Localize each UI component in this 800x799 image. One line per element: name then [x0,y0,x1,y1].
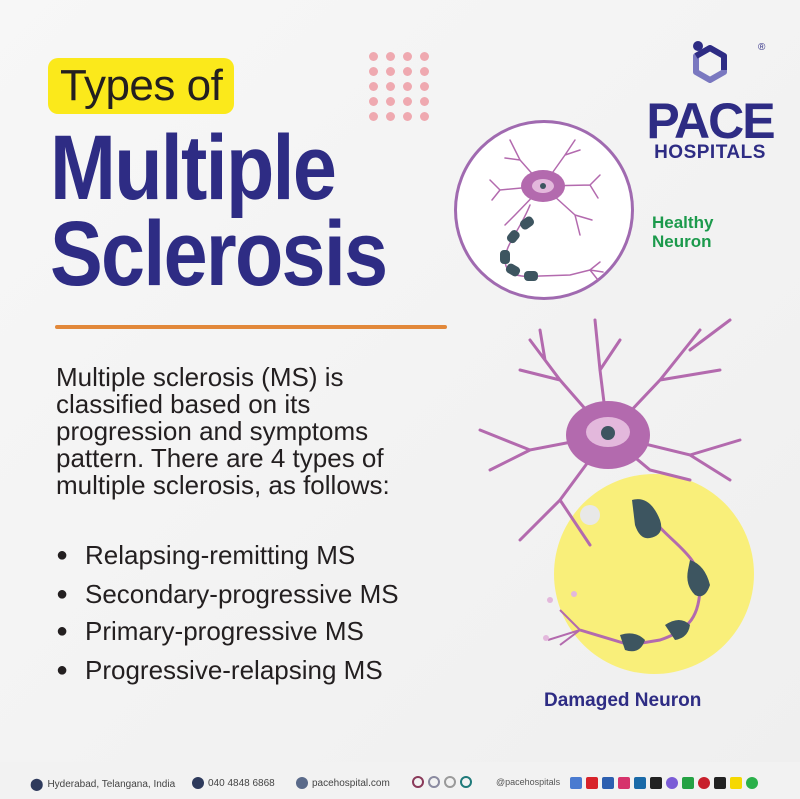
logo-name: PACE [646,93,775,149]
damaged-myelin-icon [620,499,710,652]
ms-types-list: ● Relapsing-remitting MS ● Secondary-progr… [56,542,426,696]
title-line-1: Multiple [50,117,337,219]
divider [55,325,447,329]
healthy-myelin-icon [500,216,538,281]
bullet-icon: ● [56,544,69,566]
neuron-illustrations [478,139,742,652]
location-text: Hyderabad, Telangana, India [47,778,176,790]
logo-subtitle: HOSPITALS [654,142,766,163]
page-title: Multiple Sclerosis [50,117,388,305]
healthy-label-line-1: Healthy [652,213,714,232]
list-item: ● Relapsing-remitting MS [56,542,426,569]
footer-website[interactable]: pacehospital.com [296,777,390,789]
social-handle[interactable]: @pacehospitals [496,777,561,787]
snapchat-icon[interactable] [730,777,742,789]
bullet-icon: ● [56,620,69,642]
poster: Types of Multiple Sclerosis ® PACE HOSPI… [0,0,800,762]
whatsapp-icon[interactable] [682,777,694,789]
facebook-icon[interactable] [602,777,614,789]
list-item: ● Secondary-progressive MS [56,581,426,608]
globe-icon [296,777,308,789]
accreditation-badge-icon [444,776,456,788]
accreditation-badge-icon [428,776,440,788]
registered-mark: ® [758,42,766,53]
location-pin-icon: ⬤ [30,777,44,791]
intro-paragraph: Multiple sclerosis (MS) is classified ba… [56,362,390,500]
hexagon-person-icon [693,41,727,83]
accreditation-badges [412,776,472,788]
footer-handle[interactable]: @pacehospitals [496,777,560,787]
linkedin-icon[interactable] [634,777,646,789]
x-icon[interactable] [650,777,662,789]
list-item: ● Progressive-relapsing MS [56,657,426,684]
list-item-label: Progressive-relapsing MS [85,655,383,685]
social-icons [570,777,758,789]
healthy-neuron-label: Healthy Neuron [652,213,713,251]
spotify-icon[interactable] [746,777,758,789]
healthy-label-line-2: Neuron [652,232,712,251]
pace-hospitals-logo: ® PACE HOSPITALS [640,40,780,163]
list-item-label: Primary-progressive MS [85,616,364,646]
damaged-neuron-label: Damaged Neuron [544,690,702,711]
instagram-icon[interactable] [618,777,630,789]
title-line-2: Sclerosis [50,203,388,305]
accreditation-badge-icon [412,776,424,788]
types-of-badge: Types of [48,58,235,114]
pinterest-icon[interactable] [698,777,710,789]
phone-icon [192,777,204,789]
footer-phone[interactable]: 040 4848 6868 [192,777,275,789]
decorative-dot-grid [369,52,429,121]
website-link[interactable]: pacehospital.com [312,777,390,789]
list-item-label: Secondary-progressive MS [85,579,399,609]
list-item: ● Primary-progressive MS [56,618,426,645]
badge-text: Types of [60,61,223,110]
bullet-icon: ● [56,583,69,605]
youtube-icon[interactable] [586,777,598,789]
phone-text[interactable]: 040 4848 6868 [208,777,275,789]
threads-icon[interactable] [714,777,726,789]
footer: ⬤ Hyderabad, Telangana, India 040 4848 6… [0,773,800,799]
footer-location: ⬤ Hyderabad, Telangana, India [30,777,175,791]
messenger-icon[interactable] [666,777,678,789]
healthy-neuron-frame [454,120,634,300]
bullet-icon: ● [56,659,69,681]
damaged-neuron-icon [478,318,742,547]
accreditation-badge-icon [460,776,472,788]
google-business-icon[interactable] [570,777,582,789]
list-item-label: Relapsing-remitting MS [85,540,356,570]
